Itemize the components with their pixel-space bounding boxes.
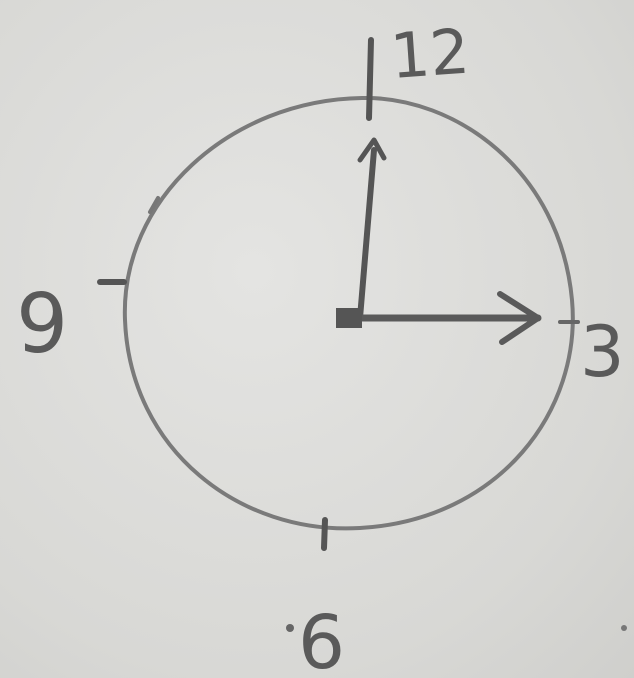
stray-dot-corner (621, 625, 627, 631)
tick-6 (321, 517, 328, 551)
numeral-6: 6 (298, 600, 345, 678)
center-pivot (336, 308, 362, 328)
numeral-12: 12 (388, 15, 472, 93)
stray-dot (286, 624, 294, 632)
minute-hand (346, 291, 542, 345)
clock-face (122, 95, 575, 531)
tick-10 (148, 196, 160, 214)
tick-12 (366, 37, 374, 121)
hour-hand (357, 137, 387, 321)
numeral-9: 9 (16, 277, 68, 372)
numeral-3: 3 (580, 311, 625, 393)
